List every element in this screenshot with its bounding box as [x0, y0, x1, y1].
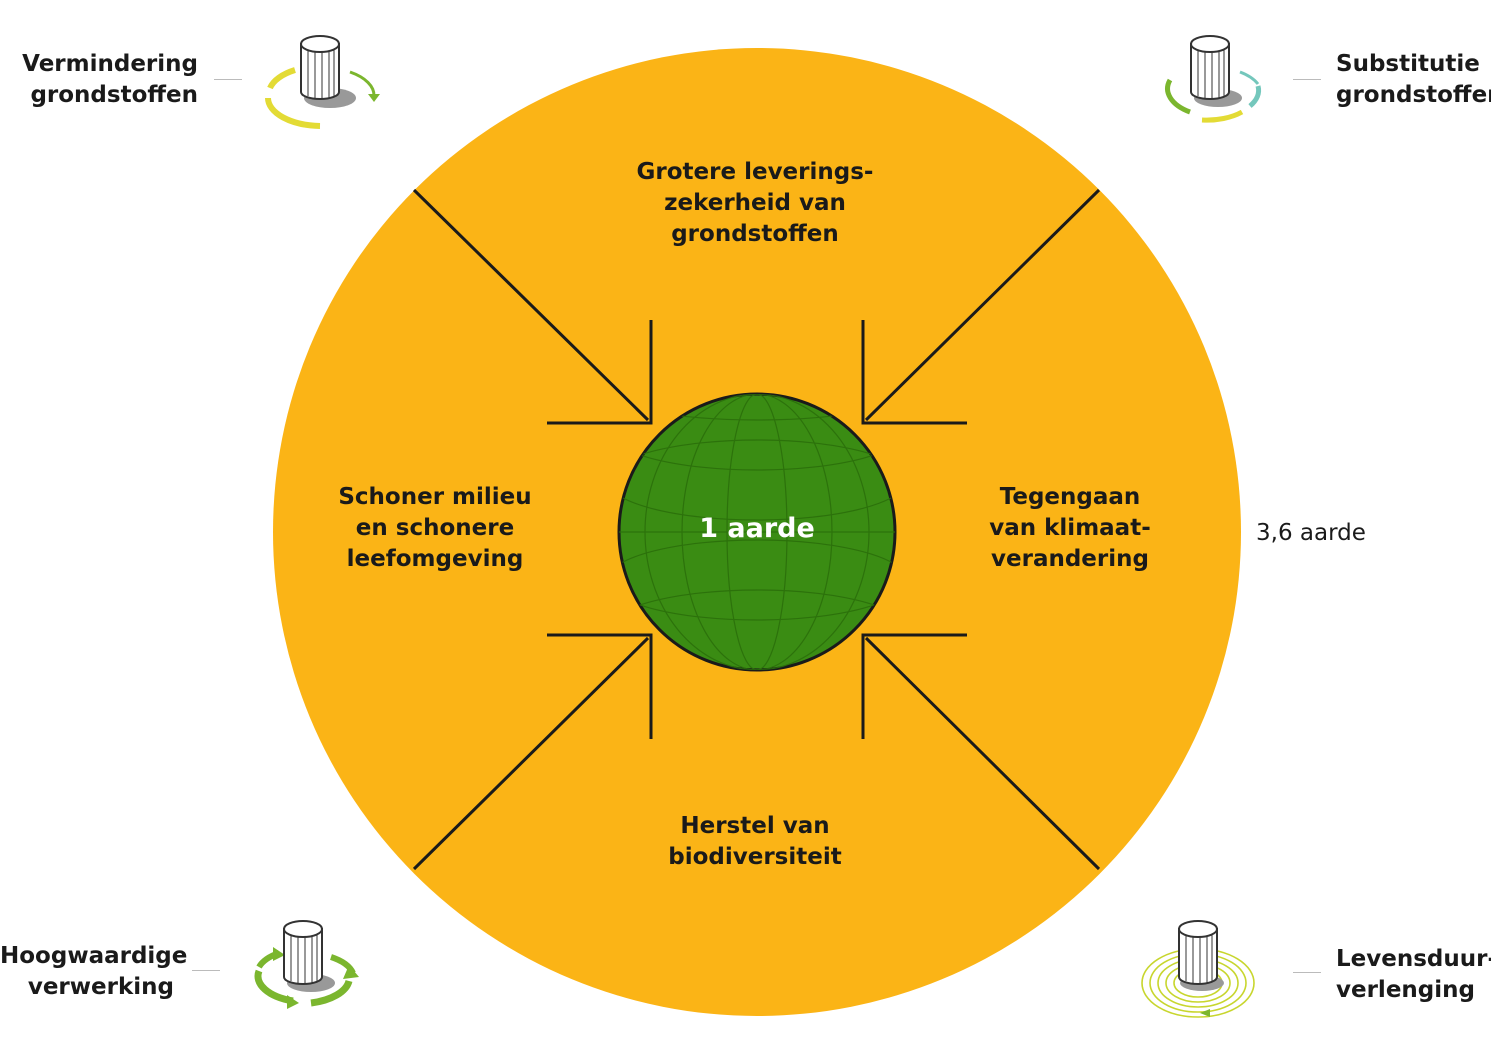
arrow-bottom-right-head: [861, 633, 967, 739]
earth-label: 1 aarde: [699, 513, 815, 544]
knob-label-reduce: Vermindering grondstoffen: [22, 51, 198, 108]
goal-clean-environment: Schoner milieu en schonere leefomgeving: [338, 484, 532, 572]
arrow-bottom-right: [864, 636, 1101, 871]
knob-reduce-icon: [265, 35, 380, 129]
connector-dash: [214, 79, 242, 80]
connector-dash: [192, 970, 220, 971]
goal-climate-change: Tegengaan van klimaat- verandering: [989, 484, 1151, 572]
knob-lifespan-icon: [1141, 920, 1255, 1018]
knob-label-substitute: Substitutie grondstoffen: [1336, 51, 1491, 108]
goal-biodiversity: Herstel van biodiversiteit: [668, 813, 842, 870]
connector-dash: [1293, 972, 1321, 973]
arrow-top-right: [864, 188, 1101, 422]
arrow-top-left: [412, 188, 650, 422]
goal-supply-security: Grotere leverings- zekerheid van grondst…: [636, 159, 874, 247]
connector-dash: [1293, 79, 1321, 80]
outer-circle-label: 3,6 aarde: [1256, 520, 1366, 546]
knob-label-lifespan: Levensduur- verlenging: [1336, 946, 1491, 1003]
knob-substitute-icon: [1165, 35, 1262, 123]
arrow-bottom-left: [412, 636, 650, 871]
arrow-top-left-head: [547, 320, 653, 425]
arrow-top-right-head: [861, 320, 967, 425]
knob-recycle-icon: [254, 920, 359, 1009]
arrows: [412, 188, 1101, 871]
arrow-bottom-left-head: [547, 633, 653, 739]
earth-globe: [617, 392, 897, 672]
knob-label-recycle: Hoogwaardige verwerking: [0, 943, 188, 1000]
